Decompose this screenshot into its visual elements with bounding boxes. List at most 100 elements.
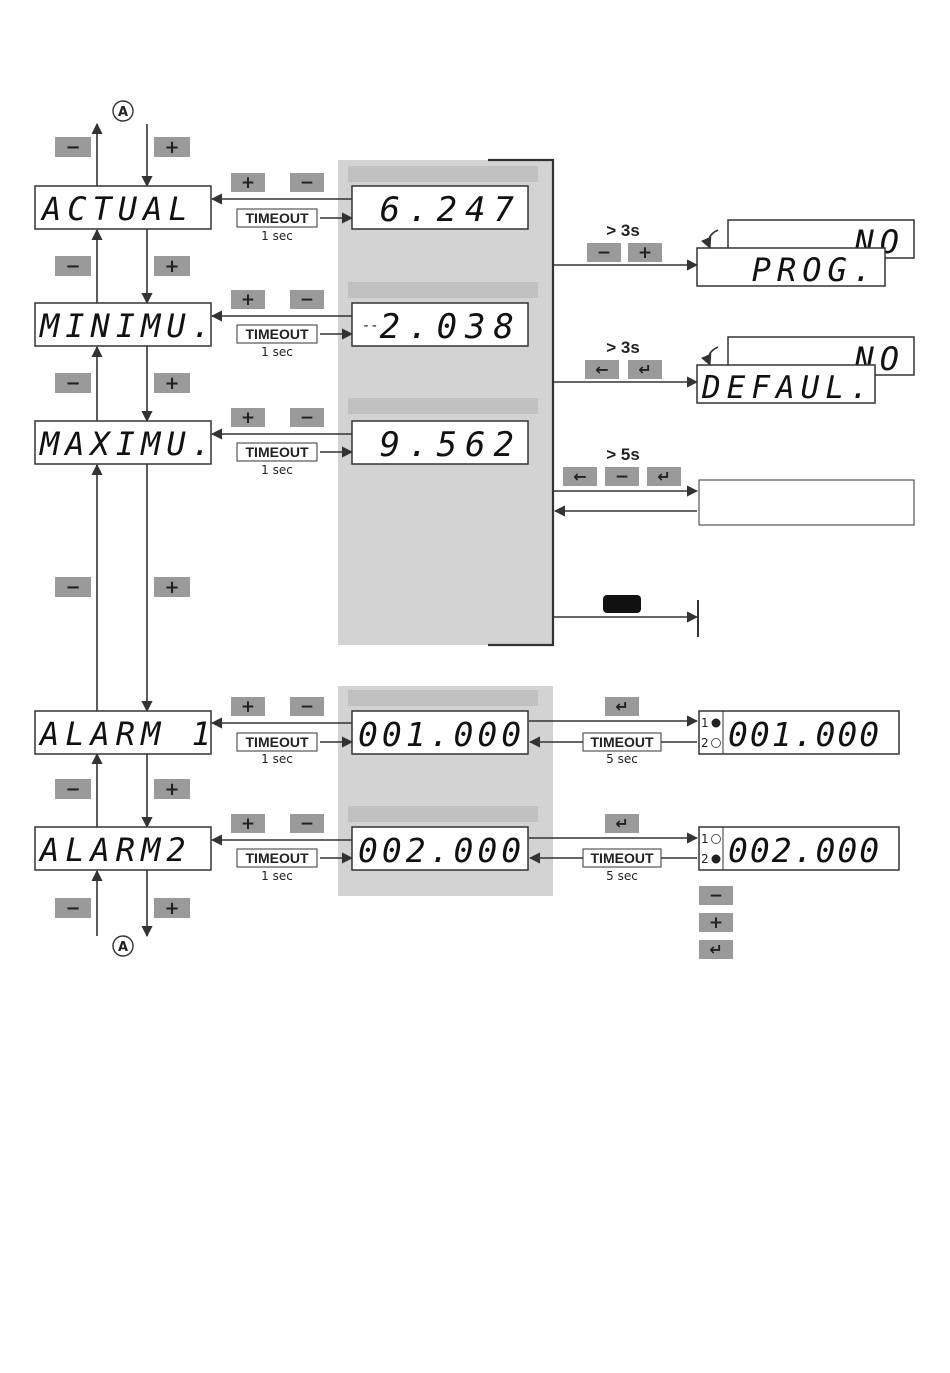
svg-text:↵: ↵ bbox=[638, 360, 651, 379]
alarm2-edit-display: 1 2 002.000 bbox=[698, 826, 900, 871]
value-minimu: 2.038 bbox=[380, 307, 522, 347]
led-1-lit-icon bbox=[711, 718, 721, 728]
timeout-box-actual: TIMEOUT bbox=[236, 208, 318, 228]
svg-text:+: + bbox=[241, 697, 255, 717]
alarm1-plus-button[interactable]: + bbox=[231, 697, 265, 717]
nav-plus-button-5[interactable]: + bbox=[154, 779, 190, 800]
prog-hold-time: > 3s bbox=[606, 221, 640, 240]
timeout-box-alarm2: TIMEOUT bbox=[236, 848, 318, 868]
alarm1-edit-value: 001.000 bbox=[728, 715, 881, 754]
alarm1-timeout-box: TIMEOUT bbox=[582, 732, 662, 752]
svg-text:−: − bbox=[65, 779, 80, 800]
menu-display-actual[interactable]: ACTUAL bbox=[34, 185, 212, 230]
alarm2-enter-button[interactable]: ↵ bbox=[605, 814, 639, 833]
svg-text:−: − bbox=[65, 577, 80, 598]
svg-text:−: − bbox=[615, 467, 629, 487]
value-minimu-sign: -- bbox=[362, 318, 379, 334]
reset-enter-button[interactable]: ↵ bbox=[647, 467, 681, 486]
svg-text:+: + bbox=[241, 408, 255, 428]
svg-text:+: + bbox=[164, 898, 179, 919]
value-maximu: 9.562 bbox=[380, 425, 522, 465]
alarm1-minus-button[interactable]: − bbox=[290, 697, 324, 717]
default-left-button[interactable]: ← bbox=[585, 360, 619, 379]
timeout-time-minimu: 1 sec bbox=[261, 345, 293, 359]
reset-left-button[interactable]: ← bbox=[563, 467, 597, 486]
svg-text:TIMEOUT: TIMEOUT bbox=[246, 734, 309, 750]
actual-minus-button[interactable]: − bbox=[290, 173, 324, 193]
nav-plus-button-top[interactable]: + bbox=[154, 137, 190, 158]
default-hold-time: > 3s bbox=[606, 338, 640, 357]
prog-minus-button[interactable]: − bbox=[587, 243, 621, 263]
svg-text:↵: ↵ bbox=[615, 697, 628, 716]
nav-minus-button-2[interactable]: − bbox=[55, 256, 91, 277]
alarm2-timeout-box: TIMEOUT bbox=[582, 848, 662, 868]
black-key-button[interactable] bbox=[603, 595, 641, 613]
svg-text:+: + bbox=[638, 243, 652, 263]
alarm2-edit-value: 002.000 bbox=[728, 831, 881, 870]
led-2-label: 2 bbox=[701, 736, 709, 750]
timeout-box-minimu: TIMEOUT bbox=[236, 324, 318, 344]
menu-label-maximu: MAXIMU. bbox=[39, 425, 217, 463]
prog-plus-button[interactable]: + bbox=[628, 243, 662, 263]
svg-text:−: − bbox=[65, 898, 80, 919]
minimu-minus-button[interactable]: − bbox=[290, 290, 324, 310]
legend-enter-button[interactable]: ↵ bbox=[699, 940, 733, 959]
maximu-minus-button[interactable]: − bbox=[290, 408, 324, 428]
svg-text:−: − bbox=[709, 886, 723, 906]
reset-minus-button[interactable]: − bbox=[605, 467, 639, 487]
maximu-plus-button[interactable]: + bbox=[231, 408, 265, 428]
nav-minus-button-4[interactable]: − bbox=[55, 577, 91, 598]
svg-text:PROG.: PROG. bbox=[752, 251, 878, 289]
led-1-off-icon bbox=[711, 834, 721, 844]
menu-display-minimu[interactable]: MINIMU. bbox=[34, 302, 217, 347]
actual-plus-button[interactable]: + bbox=[231, 173, 265, 193]
svg-text:−: − bbox=[65, 256, 80, 277]
svg-text:+: + bbox=[164, 779, 179, 800]
nav-plus-button-2[interactable]: + bbox=[154, 256, 190, 277]
menu-label-alarm2: ALARM2 bbox=[38, 831, 192, 869]
menu-label-minimu: MINIMU. bbox=[39, 307, 217, 345]
svg-text:TIMEOUT: TIMEOUT bbox=[246, 850, 309, 866]
value-alarm1: 001.000 bbox=[358, 715, 525, 754]
svg-text:+: + bbox=[709, 913, 723, 933]
legend-plus-button[interactable]: + bbox=[699, 913, 733, 933]
svg-text:+: + bbox=[164, 373, 179, 394]
svg-text:+: + bbox=[241, 173, 255, 193]
timeout-time-maximu: 1 sec bbox=[261, 463, 293, 477]
nav-plus-button-3[interactable]: + bbox=[154, 373, 190, 394]
minimu-plus-button[interactable]: + bbox=[231, 290, 265, 310]
timeout-time-actual: 1 sec bbox=[261, 229, 293, 243]
nav-minus-button-bottom[interactable]: − bbox=[55, 898, 91, 919]
nav-minus-button-3[interactable]: − bbox=[55, 373, 91, 394]
timeout-time-alarm1: 1 sec bbox=[261, 752, 293, 766]
value-display-alarm1: 001.000 bbox=[351, 710, 529, 755]
svg-text:+: + bbox=[241, 290, 255, 310]
menu-display-alarm1[interactable]: ALARM 1 bbox=[34, 710, 217, 755]
prog-label-display: PROG. bbox=[696, 247, 886, 289]
svg-text:TIMEOUT: TIMEOUT bbox=[246, 326, 309, 342]
alarm1-enter-button[interactable]: ↵ bbox=[605, 697, 639, 716]
svg-text:↵: ↵ bbox=[709, 940, 722, 959]
default-enter-button[interactable]: ↵ bbox=[628, 360, 662, 379]
svg-text:−: − bbox=[65, 373, 80, 394]
svg-text:−: − bbox=[300, 290, 314, 310]
alarm2-timeout-time: 5 sec bbox=[606, 869, 638, 883]
menu-display-alarm2[interactable]: ALARM2 bbox=[34, 826, 212, 871]
svg-text:+: + bbox=[164, 137, 179, 158]
menu-display-maximu[interactable]: MAXIMU. bbox=[34, 420, 217, 465]
nav-plus-button-4[interactable]: + bbox=[154, 577, 190, 598]
legend-minus-button[interactable]: − bbox=[699, 886, 733, 906]
alarm2-minus-button[interactable]: − bbox=[290, 814, 324, 834]
alarm2-plus-button[interactable]: + bbox=[231, 814, 265, 834]
connector-a-bottom: A bbox=[118, 940, 128, 955]
svg-text:↵: ↵ bbox=[657, 467, 670, 486]
svg-text:TIMEOUT: TIMEOUT bbox=[246, 444, 309, 460]
svg-text:←: ← bbox=[573, 467, 586, 486]
nav-minus-button-top[interactable]: − bbox=[55, 137, 91, 158]
svg-text:+: + bbox=[164, 577, 179, 598]
nav-minus-button-5[interactable]: − bbox=[55, 779, 91, 800]
nav-plus-button-bottom[interactable]: + bbox=[154, 898, 190, 919]
svg-text:↵: ↵ bbox=[615, 814, 628, 833]
menu-label-actual: ACTUAL bbox=[40, 190, 194, 228]
